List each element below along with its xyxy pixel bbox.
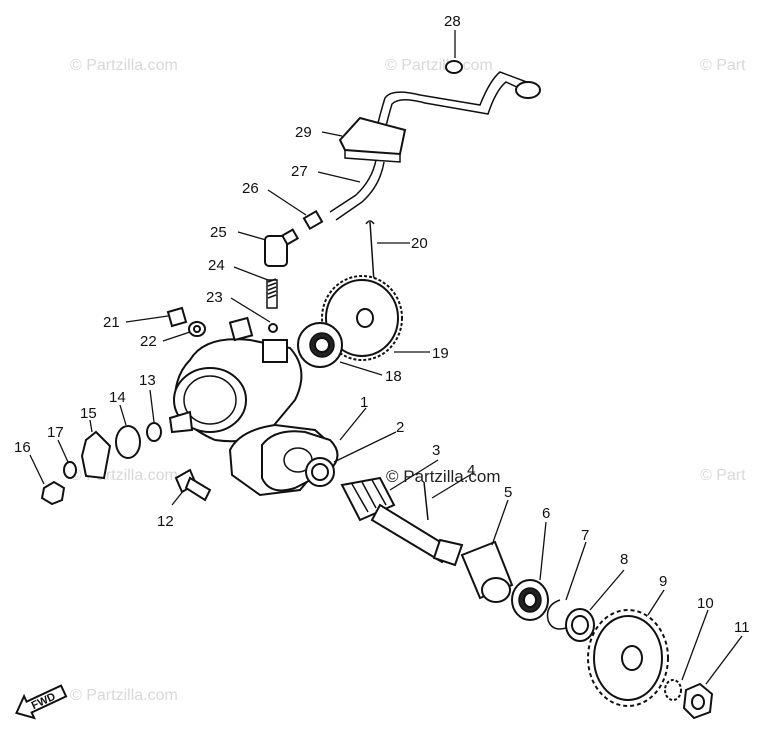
callout-13: 13 [139,372,156,389]
callout-1: 1 [360,394,368,411]
callout-22: 22 [140,333,157,350]
part-18-seal [297,322,343,368]
part-12-bolt [174,468,212,502]
callout-24: 24 [208,257,225,274]
part-17-washer [63,461,77,479]
part-24-spring [266,278,278,309]
part-2-o-ring [305,457,335,487]
callout-3: 3 [432,442,440,459]
part-7-circlip [546,599,567,630]
callout-29: 29 [295,124,312,141]
callout-20: 20 [411,235,428,252]
part-26-fitting [302,209,324,231]
part-14-washer [115,425,141,459]
callout-14: 14 [109,389,126,406]
part-13-nut [146,422,162,442]
callout-4: 4 [467,462,475,479]
callout-12: 12 [157,513,174,530]
part-6-bearing [511,579,549,621]
callout-2: 2 [396,419,404,436]
part-11-nut [682,682,714,720]
watermark-mid-right: © Part [700,467,746,484]
callout-17: 17 [47,424,64,441]
part-27-hose [329,159,385,221]
part-16-nut [40,480,66,506]
part-8-washer [565,608,595,642]
watermark-top-center: © Partzilla.com [385,57,493,74]
callout-10: 10 [697,595,714,612]
callout-23: 23 [206,289,223,306]
watermark-top-left: © Partzilla.com [70,57,178,74]
part-5-collar [460,540,514,603]
callout-21: 21 [103,314,120,331]
part-20-pin [365,220,375,283]
part-29-pipe-bracket [338,71,541,163]
callout-26: 26 [242,180,259,197]
callout-9: 9 [659,573,667,590]
fwd-label: FWD [30,691,58,712]
callout-27: 27 [291,163,308,180]
fwd-direction-arrow: FWD [15,684,68,720]
callout-5: 5 [504,484,512,501]
callout-11: 11 [734,619,750,636]
callout-8: 8 [620,551,628,568]
callout-6: 6 [542,505,550,522]
callout-16: 16 [14,439,31,456]
watermark-top-right: © Part [700,57,746,74]
watermark-bottom-left: © Partzilla.com [70,687,178,704]
callout-28: 28 [444,13,461,30]
part-22-washer [188,321,206,337]
part-3-worm-shaft [340,476,464,567]
part-23-ball [268,323,278,333]
part-28-cap [445,60,463,74]
part-4-pin [423,481,429,521]
part-9-gear [587,609,669,707]
part-25-banjo [264,228,300,267]
callout-25: 25 [210,224,227,241]
part-15-lever [80,430,112,480]
callout-15: 15 [80,405,97,422]
callout-7: 7 [581,527,589,544]
leader-lines [29,30,743,685]
part-21-bolt [166,306,188,328]
callout-19: 19 [432,345,449,362]
watermark-center: © Partzilla.com [386,467,501,486]
part-10-lock-washer [664,679,682,701]
callout-18: 18 [385,368,402,385]
